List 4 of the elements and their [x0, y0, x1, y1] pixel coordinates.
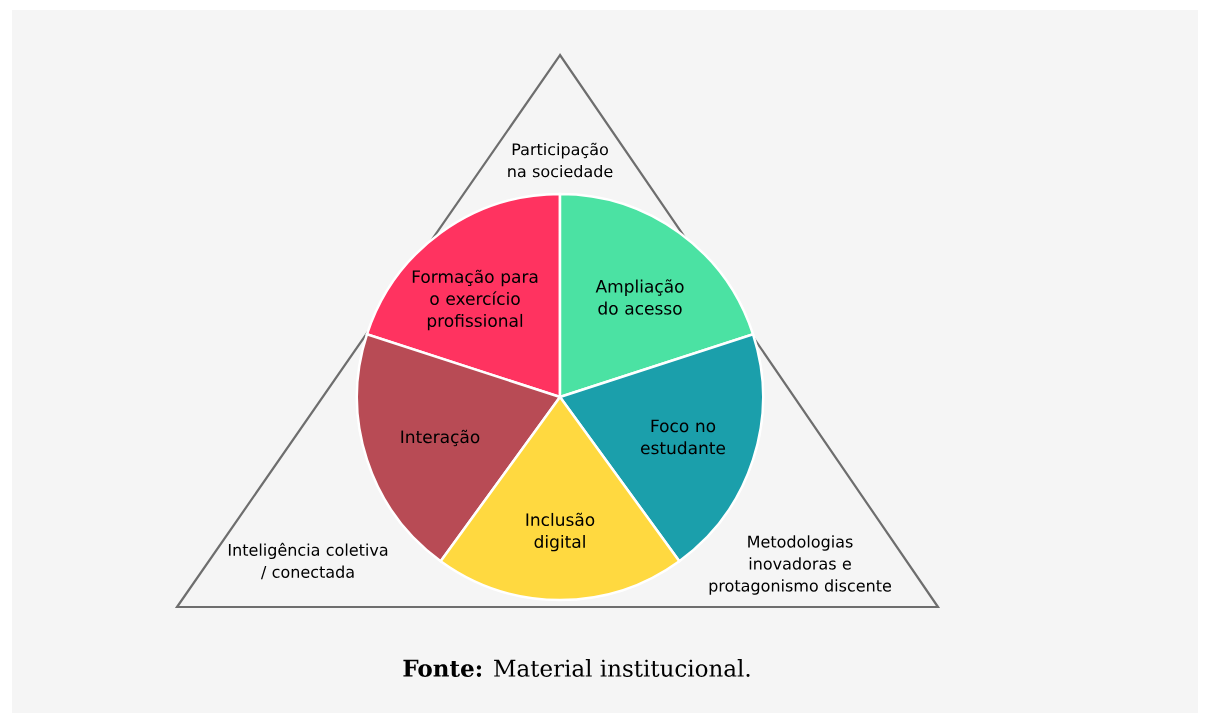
pie-slice: Formação para o exercício profissional: [365, 192, 562, 399]
pie-slice: Ampliação do acesso: [558, 192, 755, 399]
caption: Fonte: Material institucional.: [403, 659, 750, 677]
corner-label: Participação na sociedade: [508, 142, 613, 178]
